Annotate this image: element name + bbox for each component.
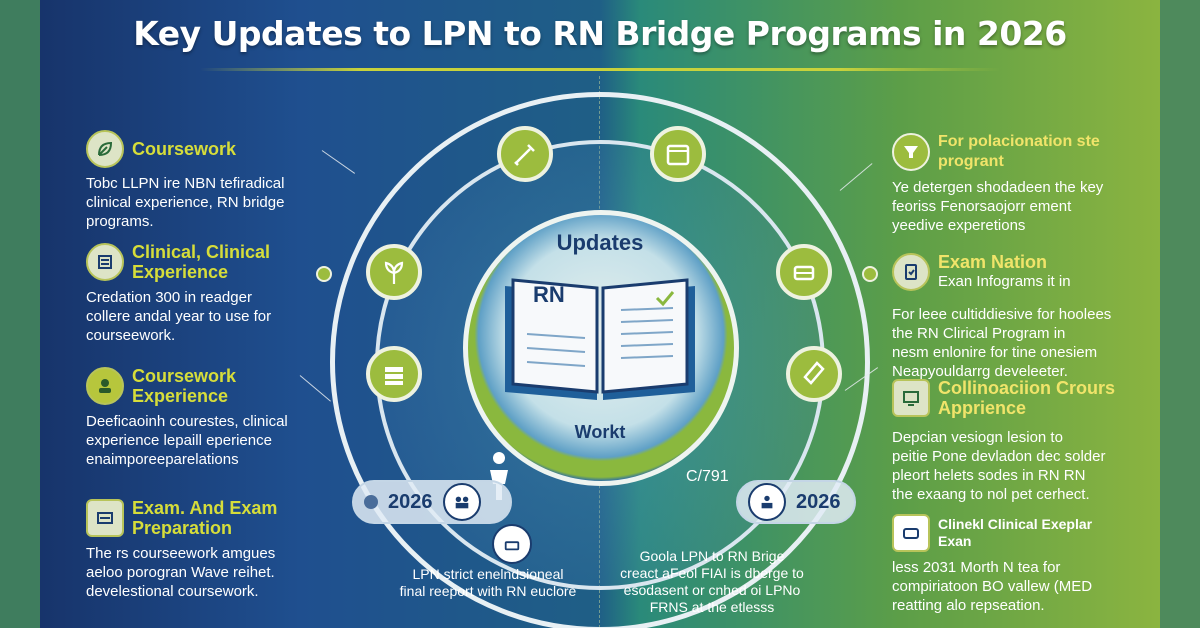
item-heading: Collinoaciion Crours Apprience <box>938 378 1116 418</box>
connector-line <box>839 163 873 191</box>
clipboard-icon <box>892 252 930 291</box>
right-item-exam-nation: Exam Nation Exan Infograms it in For lee… <box>892 252 1162 381</box>
orbit-books-icon <box>366 346 422 402</box>
item-body: For leee cultiddiesive for hoolees the R… <box>892 306 1112 380</box>
checklist-icon <box>86 243 124 281</box>
center-work-label: Workt <box>574 422 626 442</box>
item-heading: Coursework Experience <box>132 366 237 406</box>
team-icon <box>748 483 786 521</box>
center-updates-label: Updates <box>556 230 644 255</box>
left-year: 2026 <box>388 490 433 513</box>
left-item-clinical: Clinical, Clinical Experience Credation … <box>86 242 336 345</box>
item-heading: Coursework <box>132 139 237 159</box>
open-book-icon <box>505 278 695 400</box>
monitor-icon <box>892 379 930 417</box>
item-heading: For polacionation ste progrant <box>938 133 1100 170</box>
item-body: Depcian vesiogn lesion to peitie Pone de… <box>892 429 1106 503</box>
item-heading: Exam Nation <box>938 252 1048 272</box>
left-item-coursework: Coursework Tobc LLPN ire NBN tefiradical… <box>86 130 336 231</box>
book-rn-label: RN <box>533 282 565 307</box>
orbit-dot-right <box>862 266 878 282</box>
item-heading: Clinekl Clinical Exeplar Exan <box>938 516 1093 549</box>
orbit-calendar-icon <box>650 126 706 182</box>
item-body: Credation 300 in readger collere andal y… <box>86 289 272 344</box>
item-body: Ye detergen shodadeen the key feoriss Fe… <box>892 179 1104 234</box>
left-item-experience: Coursework Experience Deeficaoinh coures… <box>86 366 336 469</box>
item-body: Tobc LLPN ire NBN tefiradical clinical e… <box>86 175 285 230</box>
orbit-syringe-icon <box>497 126 553 182</box>
item-subheading: Exan Infograms it in <box>938 273 1071 290</box>
orbit-plant-icon <box>366 244 422 300</box>
document-icon <box>86 499 124 537</box>
orbit-dot-left <box>316 266 332 282</box>
bottom-left-caption: LPN strict enelndsioneal final reeport w… <box>399 566 577 599</box>
people-icon <box>86 367 124 405</box>
bottom-right-caption: Goola LPN to RN Brige creact aFeol FIAI … <box>620 548 804 615</box>
left-year-pill: 2026 <box>352 480 512 524</box>
right-item-program: For polacionation ste progrant Ye deterg… <box>892 132 1162 235</box>
funnel-icon <box>892 133 930 171</box>
item-body: less 2031 Morth N tea for compiriatoon B… <box>892 559 1093 614</box>
item-body: The rs courseework amgues aeloo porogran… <box>86 545 276 600</box>
leaf-icon <box>86 130 124 168</box>
right-year-pill: 2026 <box>736 480 856 524</box>
pill-dot <box>364 495 378 509</box>
item-body: Deeficaoinh courestes, clinical experien… <box>86 413 288 468</box>
orbit-bed-icon <box>776 244 832 300</box>
left-item-exam: Exam. And Exam Preparation The rs course… <box>86 498 336 601</box>
right-year: 2026 <box>796 490 841 513</box>
title-underline <box>200 68 1000 71</box>
box-icon <box>892 514 930 552</box>
right-item-clinical-exam: Clinekl Clinical Exeplar Exan less 2031 … <box>892 514 1162 615</box>
page-title: Key Updates to LPN to RN Bridge Programs… <box>133 14 1067 53</box>
group-icon <box>442 483 481 521</box>
scale-icon <box>492 524 532 564</box>
item-heading: Exam. And Exam Preparation <box>132 498 278 538</box>
item-heading: Clinical, Clinical Experience <box>132 242 271 282</box>
orbit-thermometer-icon <box>786 346 842 402</box>
right-item-collaboration: Collinoaciion Crours Apprience Depcian v… <box>892 378 1162 504</box>
mid-year-label: C/791 <box>686 468 729 485</box>
